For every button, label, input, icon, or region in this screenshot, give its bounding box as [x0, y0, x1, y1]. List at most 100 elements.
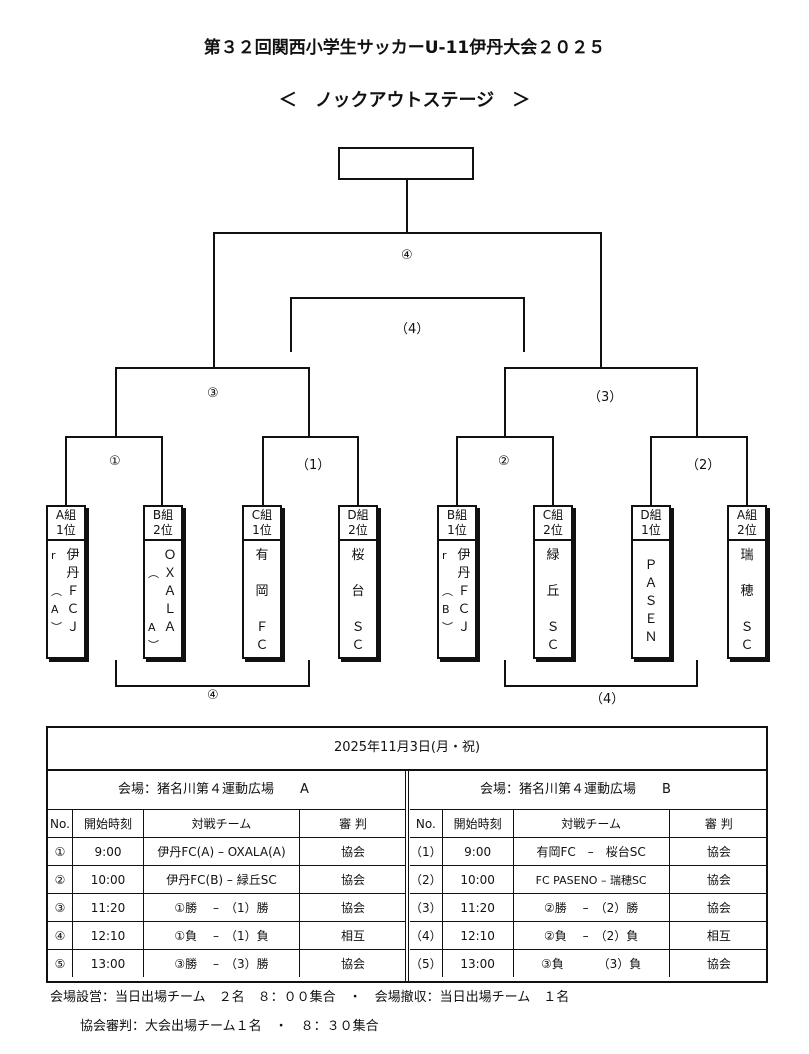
- team-side-note: ︵ A ︶: [148, 567, 159, 652]
- table-row: ⑤ 13:00 ③勝 – （3）勝 協会: [48, 949, 406, 977]
- team-name: 伊 丹 Ｆ Ｃ Ｊ: [457, 548, 471, 635]
- venue-a: 会場：猪名川第４運動広場 A No. 開始時刻 対戦チーム 審 判 ① 9:00…: [48, 771, 406, 977]
- label-consolation-right: （4）: [590, 692, 625, 707]
- cell-no: （1）: [410, 837, 443, 866]
- cell-time: 13:00: [72, 949, 144, 977]
- col-referee: 審 判: [668, 810, 768, 838]
- page-title: 第３２回関西小学生サッカーU-11伊丹大会２０２５: [203, 38, 606, 58]
- venue-title: 会場：猪名川第４運動広場 B: [410, 771, 768, 810]
- cell-match: ①負 – （1）負: [143, 921, 300, 950]
- team-box: D組 1位 Ｐ Ａ Ｓ Ｅ Ｎ: [631, 505, 671, 659]
- team-box: B組 1位 伊 丹 Ｆ Ｃ Ｊ r ︵ B ︶: [437, 505, 477, 659]
- label-semi-right: （3）: [588, 390, 623, 405]
- table-header-row: No. 開始時刻 対戦チーム 審 判: [48, 810, 406, 838]
- cell-time: 10:00: [72, 865, 144, 894]
- table-row: ③ 11:20 ①勝 – （1）勝 協会: [48, 893, 406, 922]
- cell-time: 10:00: [441, 865, 514, 894]
- col-no: No.: [410, 810, 443, 838]
- label-qf-2: （1）: [296, 458, 331, 473]
- venue-b-table: No. 開始時刻 対戦チーム 審 判 （1） 9:00 有岡FC – 桜台SC …: [410, 810, 768, 977]
- team-group: A組 1位: [48, 507, 84, 541]
- team-name: 桜 台 Ｓ Ｃ: [351, 548, 365, 653]
- team-group: D組 2位: [340, 507, 376, 541]
- table-row: （5） 13:00 ③負 （3）負 協会: [410, 949, 768, 977]
- team-group: B組 2位: [145, 507, 181, 541]
- team-box: A組 1位 伊 丹 Ｆ Ｃ Ｊ r ︵ A ︶: [46, 505, 86, 659]
- team-box: D組 2位 桜 台 Ｓ Ｃ: [338, 505, 378, 659]
- cell-match: 伊丹FC(B) – 緑丘SC: [143, 865, 300, 894]
- cell-match: ②勝 – （2）勝: [512, 893, 670, 922]
- team-name: 伊 丹 Ｆ Ｃ Ｊ: [66, 548, 80, 635]
- cell-referee: 協会: [299, 949, 406, 977]
- label-semi-left: ③: [207, 386, 219, 401]
- table-row: ② 10:00 伊丹FC(B) – 緑丘SC 協会: [48, 865, 406, 894]
- label-consolation-left: ④: [207, 688, 219, 703]
- cell-no: ①: [48, 837, 73, 866]
- table-header-row: No. 開始時刻 対戦チーム 審 判: [410, 810, 768, 838]
- table-row: ① 9:00 伊丹FC(A) – OXALA(A) 協会: [48, 837, 406, 866]
- team-box: C組 2位 緑 丘 Ｓ Ｃ: [533, 505, 573, 659]
- team-box: B組 2位 Ｏ Ｘ Ａ Ｌ Ａ ︵ A ︶: [143, 505, 183, 659]
- cell-match: ③勝 – （3）勝: [143, 949, 300, 977]
- note-setup: 会場設営：当日出場チーム ２名 ８：００集合 ・ 会場撤収：当日出場チーム １名: [50, 990, 570, 1005]
- team-side-note: r ︵ A ︶: [51, 549, 62, 634]
- col-match: 対戦チーム: [512, 810, 670, 838]
- label-final: ④: [401, 248, 413, 263]
- team-box: C組 1位 有 岡 Ｆ Ｃ: [242, 505, 282, 659]
- label-third-place: （4）: [395, 322, 430, 337]
- cell-match: FC PASENO – 瑞穂SC: [512, 865, 670, 894]
- cell-referee: 相互: [668, 921, 768, 950]
- schedule-table: 2025年11月3日(月・祝) 会場：猪名川第４運動広場 A No. 開始時刻 …: [46, 726, 768, 983]
- cell-no: （5）: [410, 949, 443, 977]
- col-no: No.: [48, 810, 73, 838]
- col-match: 対戦チーム: [143, 810, 300, 838]
- cell-no: ⑤: [48, 949, 73, 977]
- cell-time: 12:10: [72, 921, 144, 950]
- cell-match: ②負 – （2）負: [512, 921, 670, 950]
- cell-referee: 協会: [668, 837, 768, 866]
- label-qf-3: ②: [498, 454, 510, 469]
- team-box: A組 2位 瑞 穂 Ｓ Ｃ: [727, 505, 767, 659]
- cell-match: 伊丹FC(A) – OXALA(A): [143, 837, 300, 866]
- team-group: A組 2位: [729, 507, 765, 541]
- cell-match: ①勝 – （1）勝: [143, 893, 300, 922]
- cell-referee: 協会: [299, 865, 406, 894]
- table-row: （3） 11:20 ②勝 – （2）勝 協会: [410, 893, 768, 922]
- champion-box: [338, 147, 474, 180]
- table-row: ④ 12:10 ①負 – （1）負 相互: [48, 921, 406, 950]
- cell-referee: 協会: [668, 893, 768, 922]
- cell-referee: 協会: [299, 893, 406, 922]
- page-subtitle: ＜ ノックアウトステージ ＞: [278, 90, 531, 111]
- note-referee: 協会審判：大会出場チーム１名 ・ ８：３０集合: [80, 1019, 379, 1034]
- team-group: B組 1位: [439, 507, 475, 541]
- col-referee: 審 判: [299, 810, 406, 838]
- cell-time: 11:20: [441, 893, 514, 922]
- team-group: C組 2位: [535, 507, 571, 541]
- cell-time: 12:10: [441, 921, 514, 950]
- cell-no: ③: [48, 893, 73, 922]
- cell-time: 9:00: [441, 837, 514, 866]
- cell-no: （4）: [410, 921, 443, 950]
- table-row: （1） 9:00 有岡FC – 桜台SC 協会: [410, 837, 768, 866]
- cell-match: 有岡FC – 桜台SC: [512, 837, 670, 866]
- cell-no: ④: [48, 921, 73, 950]
- venue-title: 会場：猪名川第４運動広場 A: [48, 771, 406, 810]
- col-start-time: 開始時刻: [441, 810, 514, 838]
- cell-time: 11:20: [72, 893, 144, 922]
- team-name: 緑 丘 Ｓ Ｃ: [546, 548, 560, 653]
- label-qf-1: ①: [109, 454, 121, 469]
- table-row: （2） 10:00 FC PASENO – 瑞穂SC 協会: [410, 865, 768, 894]
- cell-time: 9:00: [72, 837, 144, 866]
- team-name: Ｐ Ａ Ｓ Ｅ Ｎ: [644, 558, 658, 645]
- cell-match: ③負 （3）負: [512, 949, 670, 977]
- table-row: （4） 12:10 ②負 – （2）負 相互: [410, 921, 768, 950]
- col-start-time: 開始時刻: [72, 810, 144, 838]
- team-side-note: r ︵ B ︶: [442, 549, 453, 634]
- cell-referee: 協会: [299, 837, 406, 866]
- cell-no: （3）: [410, 893, 443, 922]
- venue-a-table: No. 開始時刻 対戦チーム 審 判 ① 9:00 伊丹FC(A) – OXAL…: [48, 810, 406, 977]
- schedule-date: 2025年11月3日(月・祝): [48, 728, 766, 771]
- cell-time: 13:00: [441, 949, 514, 977]
- cell-referee: 協会: [668, 865, 768, 894]
- label-qf-4: （2）: [686, 458, 721, 473]
